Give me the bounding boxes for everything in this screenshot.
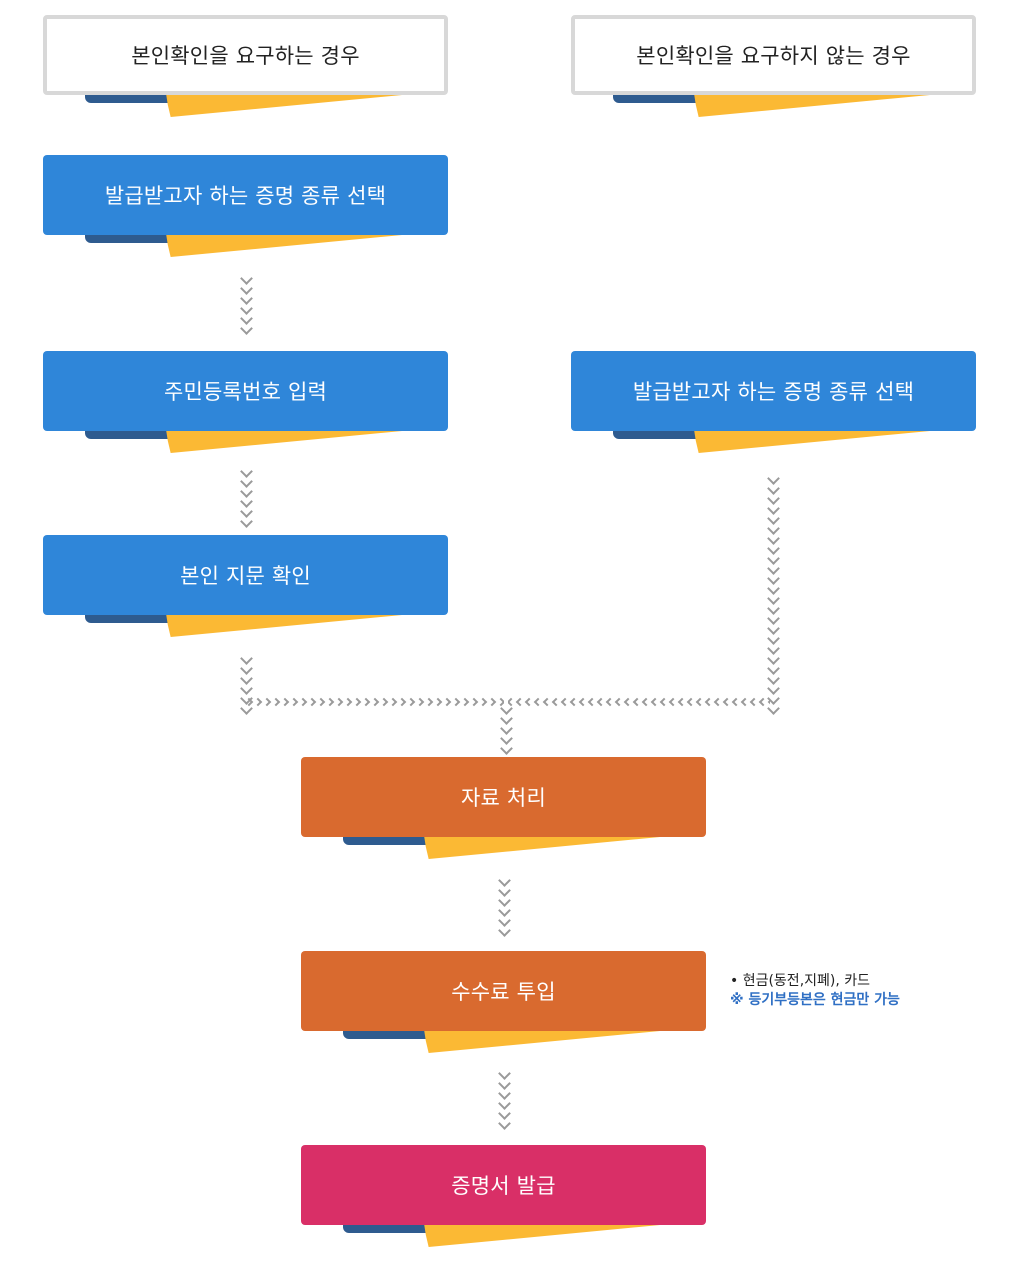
center-step-3-label: 증명서 발급 [301, 1145, 706, 1225]
center-step-1-label: 자료 처리 [301, 757, 706, 837]
payment-note-methods: • 현금(동전,지폐), 카드 [730, 973, 871, 989]
left-step-3-label: 본인 지문 확인 [43, 535, 448, 615]
left-step-2-label: 주민등록번호 입력 [43, 351, 448, 431]
arrow-down-left-1 [239, 272, 253, 335]
header-box-left: 본인확인을 요구하는 경우 [43, 15, 448, 117]
arrow-merge-from-right [508, 696, 770, 708]
center-step-certificate-issue: 증명서 발급 [301, 1145, 706, 1247]
right-step-select-certificate: 발급받고자 하는 증명 종류 선택 [571, 351, 976, 453]
center-step-2-label: 수수료 투입 [301, 951, 706, 1031]
payment-note-cash-only: ※ 등기부등본은 현금만 가능 [730, 992, 900, 1008]
header-right-label: 본인확인을 요구하지 않는 경우 [571, 15, 976, 95]
right-step-1-label: 발급받고자 하는 증명 종류 선택 [571, 351, 976, 431]
header-left-label: 본인확인을 요구하는 경우 [43, 15, 448, 95]
arrow-down-right-long [766, 472, 780, 715]
arrow-down-center-1 [497, 874, 511, 937]
header-box-right: 본인확인을 요구하지 않는 경우 [571, 15, 976, 117]
left-step-select-certificate: 발급받고자 하는 증명 종류 선택 [43, 155, 448, 257]
arrow-down-merge [499, 702, 513, 755]
left-step-resident-number: 주민등록번호 입력 [43, 351, 448, 453]
left-step-fingerprint: 본인 지문 확인 [43, 535, 448, 637]
center-step-fee-insert: 수수료 투입 [301, 951, 706, 1053]
center-step-data-processing: 자료 처리 [301, 757, 706, 859]
arrow-down-center-2 [497, 1067, 511, 1130]
arrow-merge-from-left [246, 696, 504, 708]
arrow-down-left-2 [239, 465, 253, 528]
left-step-1-label: 발급받고자 하는 증명 종류 선택 [43, 155, 448, 235]
payment-note: • 현금(동전,지폐), 카드 ※ 등기부등본은 현금만 가능 [730, 972, 900, 1010]
